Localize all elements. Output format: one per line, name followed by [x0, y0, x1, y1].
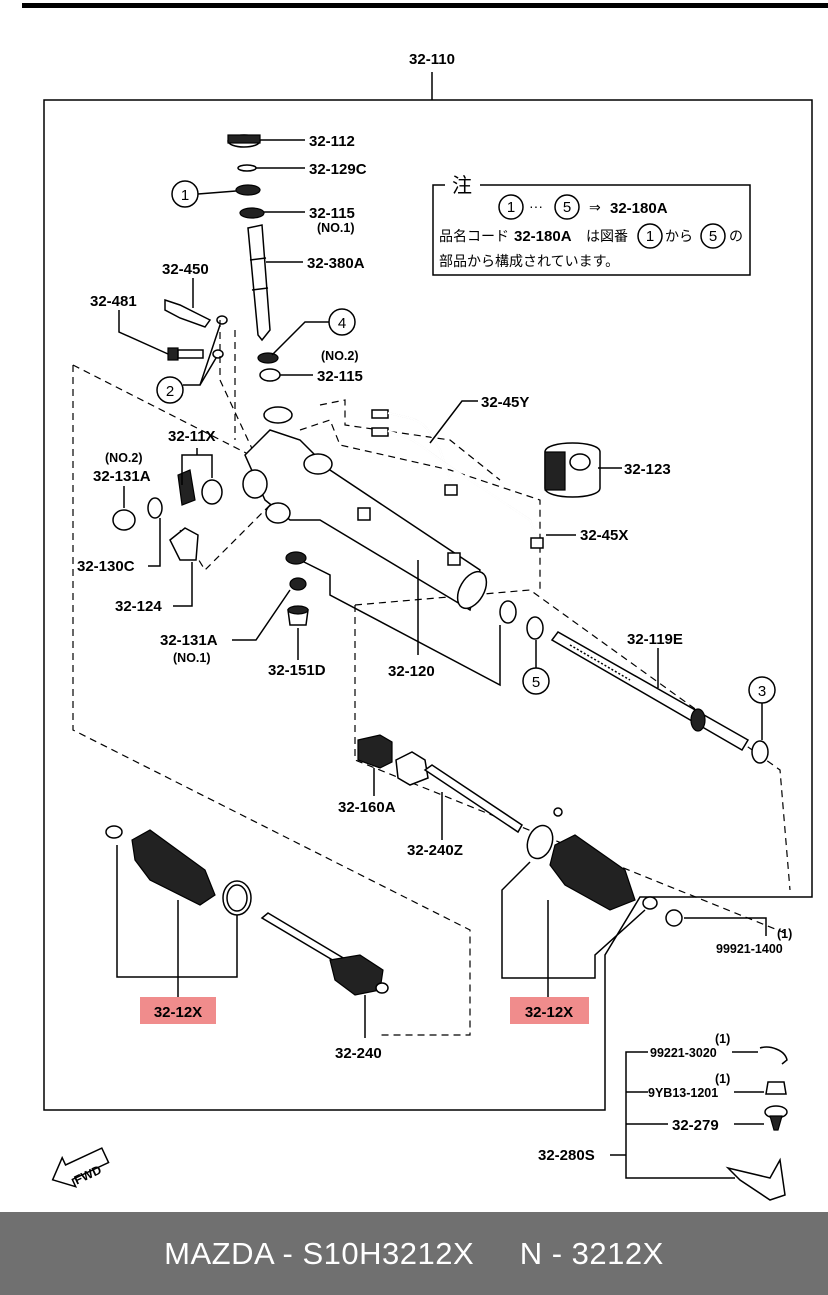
label-32-12x-right: 32-12X	[525, 1004, 573, 1021]
note-line2-code: 32-180A	[514, 228, 572, 245]
boot-left	[105, 825, 252, 916]
note-circle-1-text: 1	[507, 199, 515, 216]
note-line2-mid: は図番	[586, 228, 628, 244]
label-32-129c: 32-129C	[309, 161, 367, 178]
parts-diagram: 32-110 注 1 ··· 5 ⇒ 32-180A 品名コード 32-180A…	[22, 3, 828, 1201]
label-32-119e: 32-119E	[627, 631, 683, 648]
label-32-450: 32-450	[162, 261, 209, 278]
label-99921-qty: (1)	[777, 927, 792, 941]
leader-99921	[684, 917, 767, 936]
callout-5-text: 5	[532, 674, 540, 691]
label-9yb13: 9YB13-1201	[648, 1086, 718, 1100]
note-circle-5-text: 5	[563, 199, 571, 216]
label-99921: 99921-1400	[716, 942, 783, 956]
leader-32-120b	[299, 559, 501, 687]
label-32-115b: 32-115	[317, 368, 363, 385]
label-32-45x: 32-45X	[580, 527, 628, 544]
highlight-32-12x-right	[510, 997, 589, 1024]
label-32-131a-bot: 32-131A	[160, 632, 218, 649]
tie-rod-32-240	[260, 912, 389, 996]
bolt-parts	[164, 298, 228, 361]
note-circle-5	[554, 194, 580, 220]
label-32-130c: 32-130C	[77, 558, 135, 575]
label-32-45y: 32-45Y	[481, 394, 529, 411]
note-line2-circle-5	[700, 223, 726, 249]
leader-circle-2b	[199, 357, 217, 386]
label-32-123: 32-123	[624, 461, 671, 478]
leader-32-45y	[429, 400, 478, 444]
leader-32-130c	[148, 518, 161, 567]
label-32-115a: 32-115	[309, 205, 355, 222]
leader-boot-left	[116, 845, 238, 978]
label-32-279: 32-279	[672, 1117, 719, 1134]
note-target: 32-180A	[610, 200, 668, 217]
tie-rod-end-parts	[725, 1046, 788, 1201]
label-32-240z: 32-240Z	[407, 842, 463, 859]
fwd-arrow-icon	[51, 1147, 110, 1188]
note-head: 注	[452, 174, 472, 197]
leader-32-131a-bot	[232, 589, 291, 641]
top-border	[22, 3, 828, 8]
leader-32-481	[118, 310, 169, 355]
label-32-131a-top: 32-131A	[93, 468, 151, 485]
boot-right	[526, 807, 683, 927]
note-arrow: ⇒	[589, 199, 601, 215]
label-32-131a-bot-sub: (NO.1)	[173, 651, 211, 665]
valve-parts	[285, 551, 309, 626]
label-32-160a: 32-160A	[338, 799, 396, 816]
pipes	[371, 409, 544, 549]
label-32-120: 32-120	[388, 663, 435, 680]
assembly-frame	[43, 72, 813, 1111]
label-99221: 99221-3020	[650, 1046, 717, 1060]
label-32-240: 32-240	[335, 1045, 382, 1062]
mount-32-123	[544, 442, 601, 498]
housing-32-120	[242, 406, 488, 612]
note-line2-circle-1-text: 1	[646, 228, 654, 245]
label-32-11x: 32-11X	[168, 428, 216, 445]
footer-part-number: MAZDA - S10H3212X N - 3212X	[164, 1235, 664, 1271]
label-32-112: 32-112	[309, 133, 355, 150]
callout-circle-2	[156, 376, 184, 404]
note-line2-circle-5-text: 5	[709, 228, 717, 245]
callout-3-text: 3	[758, 683, 766, 700]
label-32-12x-left: 32-12X	[154, 1004, 202, 1021]
leader-circle-1	[197, 190, 237, 195]
footer-bar: MAZDA - S10H3212X N - 3212X	[0, 1212, 828, 1295]
note-ellipsis: ···	[529, 198, 543, 214]
note-line3: 部品から構成されています。	[439, 253, 619, 269]
note-box	[432, 184, 751, 276]
leader-32-124	[173, 562, 193, 607]
note-line2-no: の	[729, 228, 743, 244]
leader-circle-4	[271, 321, 329, 356]
callout-4-text: 4	[338, 315, 346, 332]
label-32-151d: 32-151D	[268, 662, 326, 679]
label-32-280s: 32-280S	[538, 1147, 595, 1164]
label-32-124: 32-124	[115, 598, 162, 615]
label-32-481: 32-481	[90, 293, 137, 310]
highlight-32-12x-left	[140, 997, 216, 1024]
note-line2-kara: から	[665, 228, 693, 244]
label-9yb13-qty: (1)	[715, 1072, 730, 1086]
rack-32-119e	[499, 600, 769, 764]
note-circle-1	[498, 194, 524, 220]
callout-1-text: 1	[181, 187, 189, 204]
note-line2-circle-1	[637, 223, 663, 249]
note-line2-pre: 品名コード	[439, 228, 509, 244]
pinion-parts	[227, 134, 281, 382]
label-32-110: 32-110	[409, 51, 455, 68]
label-32-115a-sub: (NO.1)	[317, 221, 355, 235]
callout-2-text: 2	[166, 383, 174, 400]
leader-32-280s-bracket	[625, 1051, 735, 1179]
inner-parts	[357, 734, 523, 834]
label-99221-qty: (1)	[715, 1032, 730, 1046]
label-32-131a-top-sub: (NO.2)	[105, 451, 143, 465]
label-32-380a: 32-380A	[307, 255, 365, 272]
label-32-115b-sub: (NO.2)	[321, 349, 359, 363]
